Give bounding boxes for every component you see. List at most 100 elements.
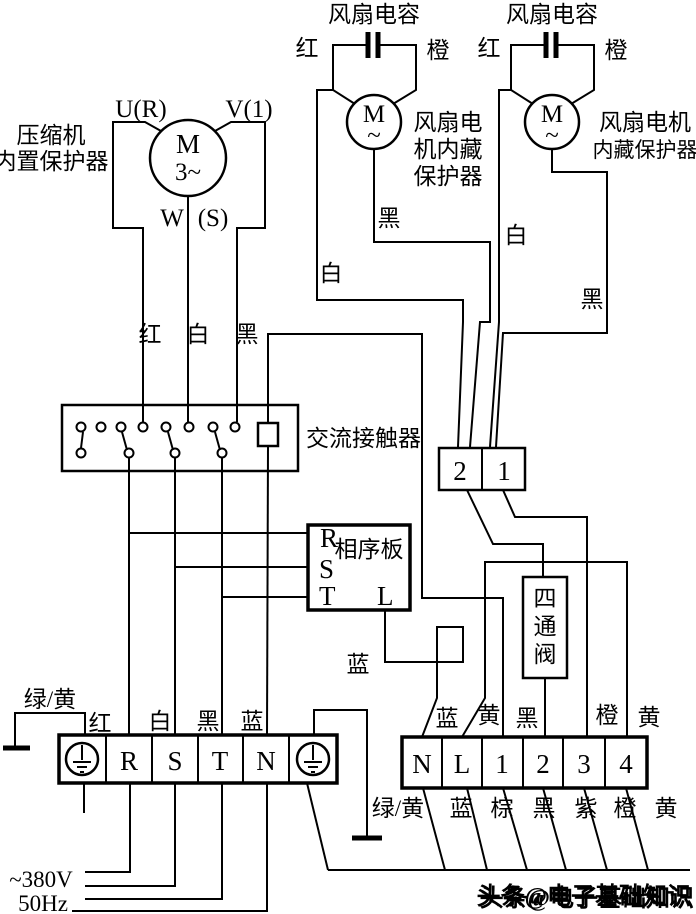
contact-terminal xyxy=(183,421,195,433)
compressor-protector-label-line2: 内置保护器 xyxy=(0,149,109,174)
ac-contactor-group: 交流接触器 xyxy=(60,333,504,737)
fan2-capacitor-lead-right xyxy=(556,44,595,105)
fan2-motor-letter: M xyxy=(541,101,563,128)
compressor-terminal-v: V(1) xyxy=(225,96,272,123)
watermark-text: 头条@电子基础知识 xyxy=(477,883,691,910)
compressor-wire-label-red: 红 xyxy=(139,322,162,347)
contact-blade-3 xyxy=(167,431,174,451)
indoor-below-label-purple: 紫 xyxy=(575,796,598,821)
indoor-below-label-blue: 蓝 xyxy=(450,796,473,821)
fan-motor-1-group: 风扇电容 红 橙 M ~ 风扇电 机内藏 保护器 黑 白 xyxy=(296,2,491,448)
compressor-motor-group: M 3~ U(R) V(1) W (S) 压缩机 内置保护器 红 白 黑 xyxy=(0,96,273,422)
fan1-white-wire xyxy=(316,89,464,448)
contact-blade-2 xyxy=(121,431,128,451)
contact-terminal xyxy=(75,447,87,459)
block21-out2-to-valve xyxy=(466,489,544,577)
supply-voltage-label: ~380V xyxy=(9,867,73,892)
jumper-l-to-4 xyxy=(461,561,628,738)
contact-terminal xyxy=(160,421,172,433)
block21-out1-to-terminal3 xyxy=(502,489,588,737)
supply-wire-t xyxy=(85,783,223,900)
fan2-black-wire xyxy=(495,149,608,448)
four-way-valve-group: 四 通 阀 xyxy=(521,575,569,737)
fan2-motor-circle xyxy=(523,93,581,151)
indoor-cable-4 xyxy=(625,787,649,871)
indoor-below-label-gy: 绿/黄 xyxy=(372,796,424,821)
contact-terminal xyxy=(216,447,228,459)
fan1-wire-label-black: 黑 xyxy=(378,206,401,231)
contact-terminal xyxy=(115,421,127,433)
contactor-label: 交流接触器 xyxy=(306,426,421,451)
fan1-motor-circle xyxy=(345,93,403,151)
indoor-above-label-yellow2: 黄 xyxy=(638,705,661,730)
phase-sequence-board-group: R S T L 相序板 蓝 xyxy=(306,523,464,738)
contactor-box xyxy=(60,403,300,473)
phase-board-terminal-l: L xyxy=(377,581,394,611)
valve-label-char1: 四 xyxy=(534,586,557,611)
power-wire-label-black: 黑 xyxy=(197,709,220,734)
fan1-wire-label-orange: 橙 xyxy=(427,38,450,63)
indoor-cell-2: 2 xyxy=(536,749,550,779)
contactor-contacts xyxy=(75,421,241,459)
indoor-cell-1: 1 xyxy=(495,749,509,779)
fan1-protector-label-line3: 保护器 xyxy=(414,164,483,189)
indoor-cell-4: 4 xyxy=(619,749,633,779)
indoor-cable-l xyxy=(466,787,488,871)
phase-board-l-output-wire xyxy=(384,610,464,738)
indoor-above-label-black: 黑 xyxy=(516,706,539,731)
contact-blade-4 xyxy=(214,431,221,451)
compressor-motor-circle xyxy=(148,118,228,198)
earth-circle xyxy=(64,741,100,777)
watermark: 头条@电子基础知识 头条@电子基础知识 xyxy=(477,883,694,912)
contactor-coil-square xyxy=(256,421,280,448)
fan2-wire-label-black: 黑 xyxy=(581,287,604,312)
phase-board-terminal-r: R xyxy=(320,523,338,553)
fan2-wire-label-white: 白 xyxy=(505,223,528,248)
power-wire-label-white: 白 xyxy=(149,709,172,734)
indoor-cell-3: 3 xyxy=(577,749,591,779)
indoor-block-box xyxy=(400,735,649,790)
fan2-protector-label-line1: 风扇电机 xyxy=(599,110,691,135)
earth-glyph xyxy=(304,745,322,773)
compressor-red-wire xyxy=(112,121,162,422)
earth-terminal-icon xyxy=(64,741,100,777)
compressor-motor-phase: 3~ xyxy=(175,159,201,186)
green-yellow-label-left: 绿/黄 xyxy=(24,687,76,712)
compressor-terminal-u: U(R) xyxy=(115,96,166,123)
power-terminal-block-group: 红 白 黑 蓝 绿/黄 R S T N ~380V 5 xyxy=(3,687,382,914)
left-earth-top-wire xyxy=(14,712,86,746)
fan1-capacitor-lead-left xyxy=(332,44,367,105)
earth-glyph xyxy=(73,745,91,773)
indoor-above-label-orange: 橙 xyxy=(596,703,619,728)
indoor-below-label-black: 黑 xyxy=(533,796,556,821)
power-cell-t: T xyxy=(212,746,229,776)
indoor-above-label-yellow: 黄 xyxy=(478,703,501,728)
compressor-motor-letter: M xyxy=(176,129,200,159)
power-wire-label-red: 红 xyxy=(89,711,112,736)
watermark-shadow-text: 头条@电子基础知识 xyxy=(480,885,694,912)
compressor-terminal-s: (S) xyxy=(198,205,229,232)
earth-circle xyxy=(295,741,331,777)
contact-terminal xyxy=(229,421,241,433)
fan1-capacitor-lead-right xyxy=(378,44,417,105)
supply-wire-n xyxy=(72,783,268,912)
power-block-divider xyxy=(105,735,290,783)
contact-terminal xyxy=(75,421,87,433)
indoor-cell-n: N xyxy=(412,749,432,779)
indoor-terminal-block-group: 蓝 黄 黑 橙 黄 N L 1 2 3 4 绿/黄 蓝 棕 黑 紫 橙 黄 xyxy=(328,703,690,871)
phase-board-box xyxy=(306,523,412,612)
earth-terminal-icon xyxy=(295,741,331,777)
compressor-black-wire xyxy=(214,121,266,422)
fan1-motor-letter: M xyxy=(363,101,385,128)
block21-cell-2: 2 xyxy=(453,456,467,486)
compressor-wire-label-white: 白 xyxy=(187,322,210,347)
compressor-wire-label-black: 黑 xyxy=(236,322,259,347)
indoor-above-label-blue: 蓝 xyxy=(436,706,459,731)
fan2-capacitor-label: 风扇电容 xyxy=(506,2,598,27)
contact-terminal xyxy=(207,421,219,433)
fan2-white-wire xyxy=(489,89,511,448)
power-cell-r: R xyxy=(120,746,138,776)
fan1-wire-label-red: 红 xyxy=(296,36,319,61)
